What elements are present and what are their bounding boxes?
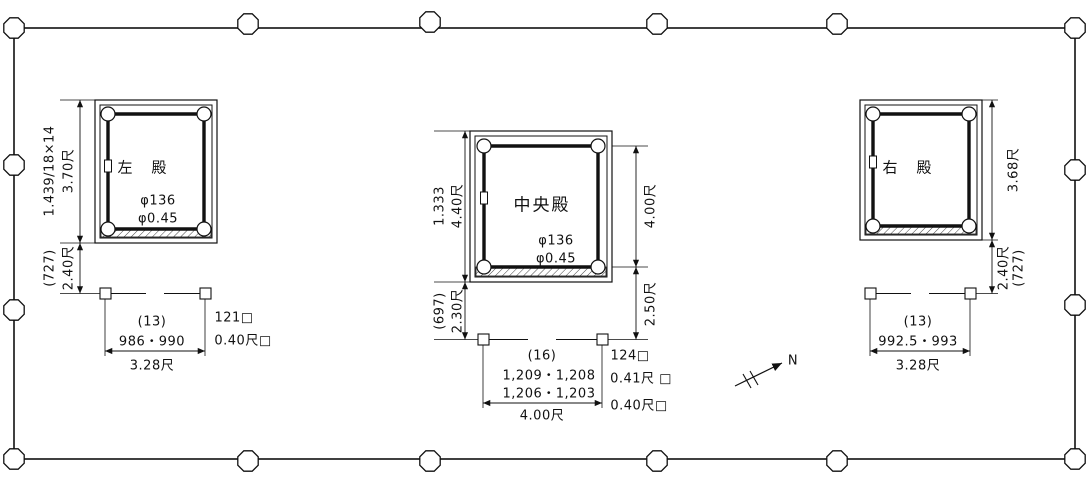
site-boundary (13, 27, 1076, 460)
left-hall-width-shaku: 3.28尺 (129, 358, 175, 374)
center-hall-dim-height: 4.40尺 (450, 183, 466, 229)
left-hall-count: (13) (137, 314, 167, 330)
center-hall-post-size-shaku-1: 0.41尺 □ (610, 371, 672, 387)
center-hall-dim-right-upper: 4.00尺 (643, 183, 659, 229)
right-hall-dim-height: 3.68尺 (1006, 147, 1022, 193)
center-hall-width-mm-1: 1,209・1,208 (502, 368, 596, 384)
center-hall-dim-overall: 1.333 (432, 186, 448, 226)
center-hall-post-size-shaku-2: 0.40尺□ (610, 398, 668, 414)
left-hall-post-diameter-mm: φ136 (140, 193, 176, 209)
right-hall-width-shaku: 3.28尺 (895, 358, 941, 374)
center-hall-post-diameter-shaku: φ0.45 (535, 251, 577, 267)
north-arrow (734, 362, 783, 389)
left-hall-width-mm: 986・990 (118, 334, 186, 350)
center-hall-post-size-mm: 124□ (610, 348, 650, 364)
center-hall-width-mm-2: 1,206・1,203 (502, 386, 596, 402)
left-hall-post-size-mm: 121□ (214, 310, 254, 326)
left-hall-plan (60, 99, 218, 356)
right-hall-plan (859, 99, 998, 356)
center-hall-post-diameter-mm: φ136 (538, 233, 574, 249)
left-hall-dim-height: 3.70尺 (61, 148, 77, 194)
center-hall-dim-lower: 2.30尺 (450, 288, 466, 334)
right-hall-dim-lower: 2.40尺 (996, 245, 1012, 291)
left-hall-dim-lower-mm: (727) (42, 249, 58, 287)
left-hall-dim-overall: 1.439/18×14 (42, 125, 58, 217)
north-label: N (787, 353, 799, 369)
left-hall-dim-lower: 2.40尺 (61, 245, 77, 291)
center-hall-count: (16) (527, 348, 557, 364)
center-hall-width-shaku: 4.00尺 (519, 408, 565, 424)
left-hall-name: 左 殿 (117, 158, 169, 177)
left-hall-post-size-shaku: 0.40尺□ (214, 333, 272, 349)
right-hall-name: 右 殿 (882, 158, 934, 177)
center-hall-dim-right-lower: 2.50尺 (643, 281, 659, 327)
right-hall-count: (13) (903, 314, 933, 330)
right-hall-width-mm: 992.5・993 (878, 334, 958, 350)
center-hall-plan (434, 130, 648, 408)
left-hall-post-diameter-shaku: φ0.45 (137, 211, 179, 227)
right-hall-dim-lower-mm: (727) (1011, 249, 1027, 287)
center-hall-dim-lower-mm: (697) (432, 292, 448, 330)
center-hall-name: 中央殿 (513, 195, 571, 216)
